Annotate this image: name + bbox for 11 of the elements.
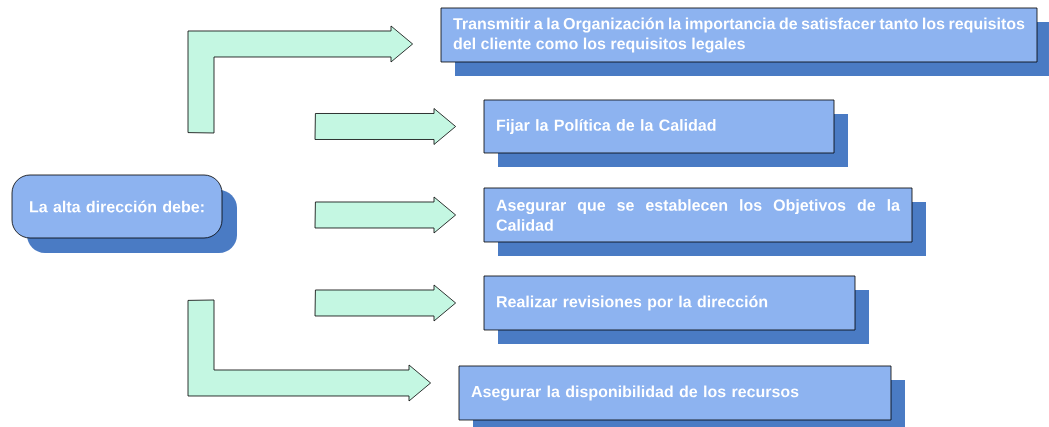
text-box: Fijar la Política de la Calidad (483, 99, 848, 167)
block-arrow (187, 25, 413, 134)
block-arrow (314, 108, 456, 145)
text-box: Asegurar que se establecen los Objetivos de la Calidad (483, 187, 926, 256)
block-arrow (314, 284, 456, 322)
text-box: Transmitir a la Organización la importancia de satisfacer tanto los requisitos del cliente como los requisitos legales (440, 7, 1049, 76)
block-arrow (187, 299, 431, 402)
text-box: Realizar revisiones por la dirección (483, 275, 869, 344)
rounded-box: La alta dirección debe: (11, 174, 237, 253)
text-box: Asegurar la disponibilidad de los recursos (458, 365, 905, 427)
block-arrow (314, 196, 456, 234)
